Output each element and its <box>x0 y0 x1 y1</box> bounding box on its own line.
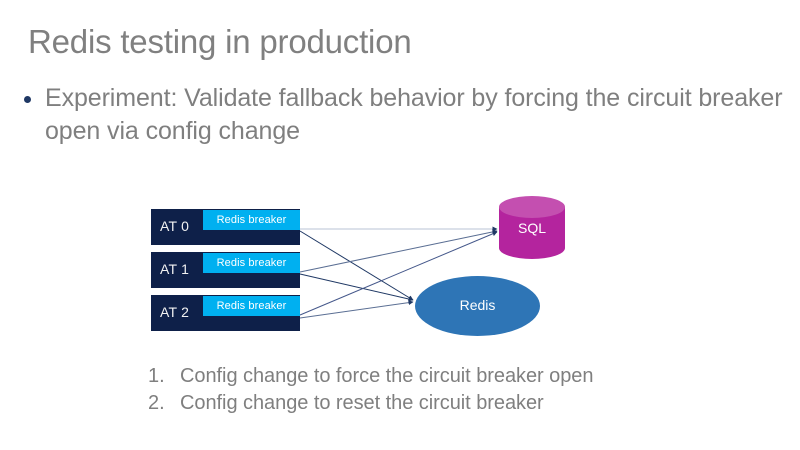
app-tier-node[interactable]: AT 1 Redis breaker <box>151 252 300 288</box>
redis-breaker-label: Redis breaker <box>216 299 287 312</box>
redis-breaker-badge[interactable]: Redis breaker <box>203 210 300 230</box>
redis-breaker-badge[interactable]: Redis breaker <box>203 296 300 316</box>
bullet-dot-icon <box>24 96 31 103</box>
connector-at1-sql <box>299 229 498 273</box>
app-tier-label: AT 0 <box>160 218 190 234</box>
list-item-text: Config change to reset the circuit break… <box>180 392 544 414</box>
app-tier-node[interactable]: AT 0 Redis breaker <box>151 209 300 245</box>
redis-breaker-label: Redis breaker <box>216 213 287 226</box>
list-item: 1. Config change to force the circuit br… <box>148 363 768 390</box>
sql-label: SQL <box>517 220 546 236</box>
redis-breaker-badge[interactable]: Redis breaker <box>203 253 300 273</box>
sql-database-node[interactable]: SQL <box>499 196 565 259</box>
connector-at0-redis <box>299 230 414 301</box>
list-item-marker: 2. <box>148 392 165 414</box>
app-tier-label: AT 1 <box>160 261 190 277</box>
bullet-item: Experiment: Validate fallback behavior b… <box>24 82 784 148</box>
app-tier-node[interactable]: AT 2 Redis breaker <box>151 295 300 331</box>
database-cylinder-icon <box>499 196 565 259</box>
redis-cache-node[interactable]: Redis <box>415 276 540 336</box>
steps-list: 1. Config change to force the circuit br… <box>148 363 768 417</box>
ellipse-shape-icon <box>415 276 540 336</box>
list-item: 2. Config change to reset the circuit br… <box>148 390 768 417</box>
list-item-marker: 1. <box>148 365 165 387</box>
connector-at1-redis <box>299 273 414 302</box>
redis-breaker-label: Redis breaker <box>216 256 287 269</box>
list-item-text: Config change to force the circuit break… <box>180 365 594 387</box>
bullet-text: Experiment: Validate fallback behavior b… <box>45 84 783 145</box>
page-title: Redis testing in production <box>28 23 412 60</box>
redis-label: Redis <box>459 297 496 313</box>
connector-at2-redis <box>299 300 414 319</box>
app-tier-label: AT 2 <box>160 304 190 320</box>
